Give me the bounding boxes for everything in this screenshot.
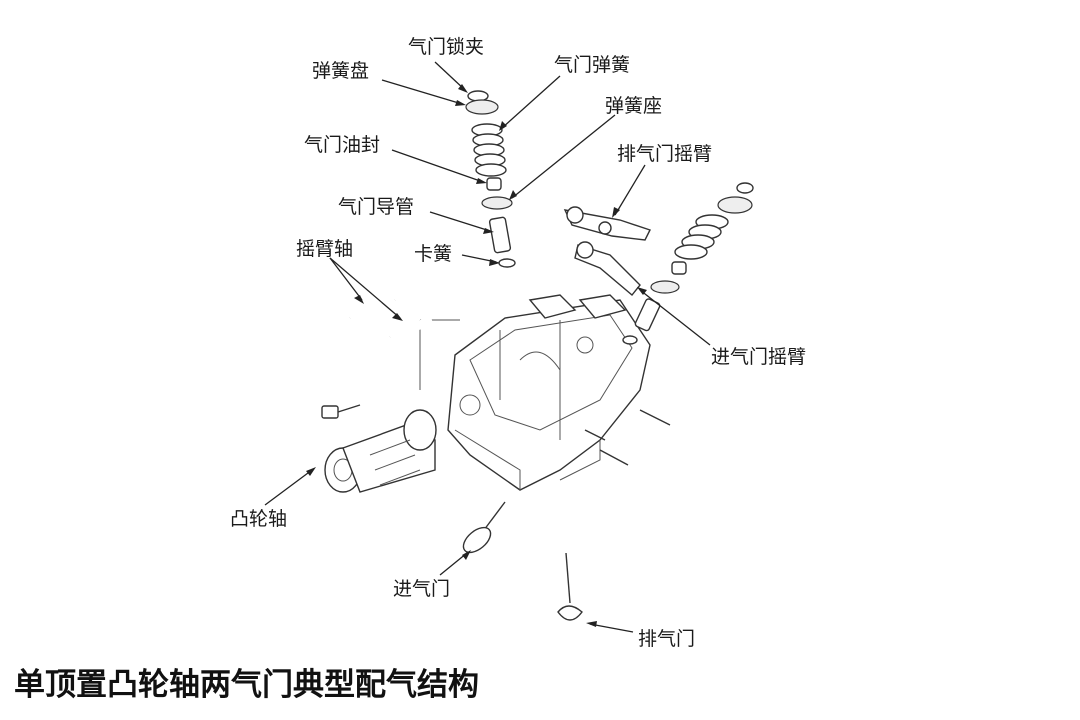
intake-valve-part	[462, 501, 506, 554]
second-valve-assembly	[622, 182, 754, 345]
spring-seat-part	[481, 196, 513, 210]
intake-rocker-arm-part	[574, 241, 641, 296]
label-exhaust-valve: 排气门	[638, 628, 696, 650]
valve-lock-part	[467, 90, 489, 102]
label-rocker-shaft: 摇臂轴	[296, 238, 354, 260]
label-camshaft: 凸轮轴	[230, 508, 288, 530]
label-valve-lock: 气门锁夹	[408, 36, 485, 58]
label-spring-seat: 弹簧座	[605, 95, 663, 117]
label-valve-guide: 气门导管	[338, 196, 415, 218]
label-valve-oil-seal: 气门油封	[304, 134, 381, 156]
valve-oil-seal-part	[486, 177, 502, 191]
valve-guide-part	[488, 216, 512, 254]
leader-lines	[264, 61, 711, 633]
bolt-part	[321, 404, 361, 419]
camshaft-part	[324, 409, 437, 493]
exhaust-rocker-arm-part	[563, 206, 651, 241]
valve-spring-part	[471, 123, 507, 177]
label-circlip: 卡簧	[414, 243, 453, 265]
exhaust-valve-part	[557, 552, 583, 621]
label-exhaust-rocker-arm: 排气门摇臂	[617, 143, 713, 165]
label-spring-retainer: 弹簧盘	[312, 60, 370, 82]
label-intake-rocker-arm: 进气门摇臂	[711, 346, 807, 368]
diagram-caption: 单顶置凸轮轴两气门典型配气结构	[14, 667, 479, 703]
label-intake-valve: 进气门	[393, 578, 451, 600]
rocker-shaft-parts	[348, 295, 434, 342]
label-valve-spring: 气门弹簧	[554, 54, 631, 76]
circlip-part	[498, 258, 516, 268]
spring-retainer-part	[465, 99, 499, 115]
cylinder-head	[419, 294, 671, 491]
